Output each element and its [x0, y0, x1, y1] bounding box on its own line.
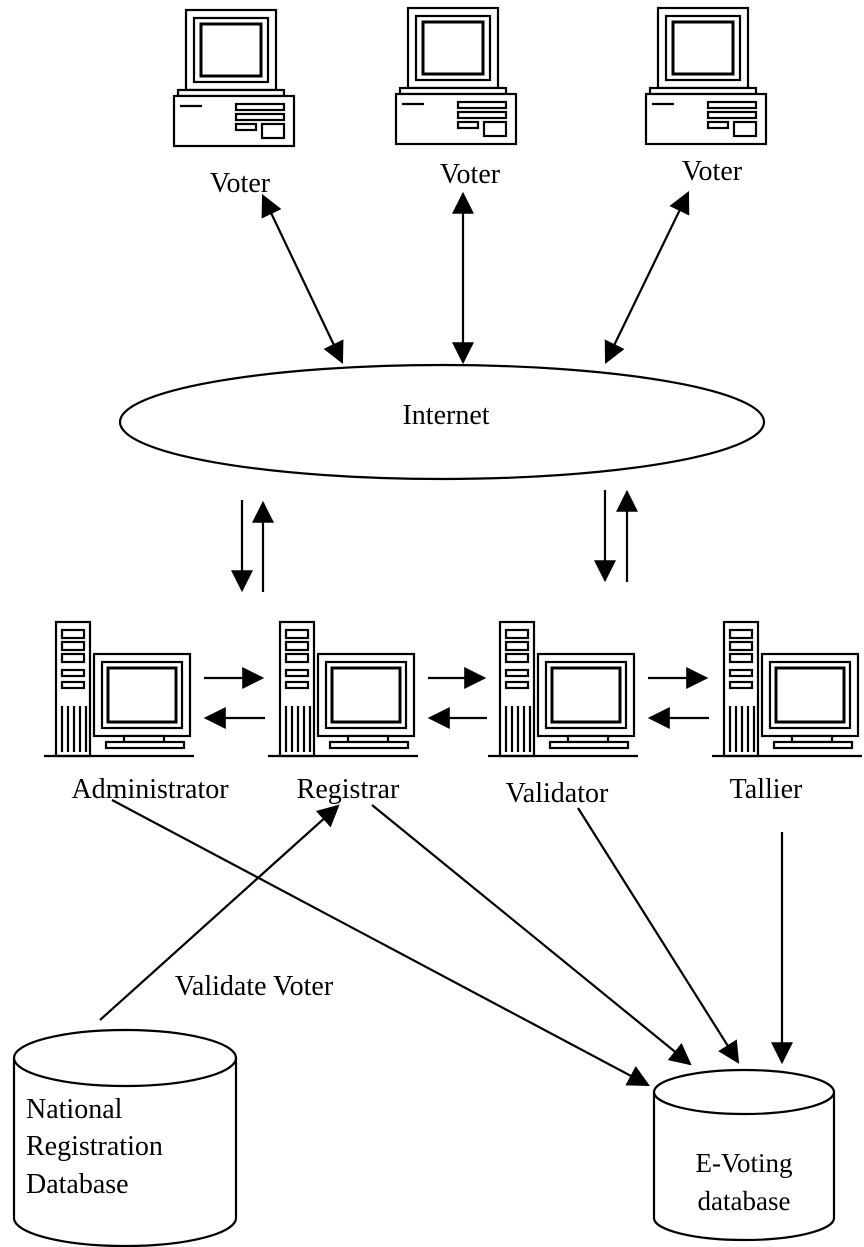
validator-to-evoting-arrow — [577, 807, 740, 1064]
server-workstation-icon — [710, 620, 864, 758]
national-db-line2: Registration — [26, 1131, 163, 1162]
server-node-administrator: Administrator — [42, 620, 229, 805]
administrator-label: Administrator — [71, 774, 229, 805]
validator-label: Validator — [506, 778, 609, 809]
national-db-line3: Database — [26, 1169, 129, 1200]
voter-label: Voter — [682, 156, 743, 187]
computer-icon — [644, 6, 768, 146]
voter-label: Voter — [440, 159, 501, 190]
voter-node-3: Voter — [644, 6, 768, 187]
registrar-to-evoting-arrow — [371, 804, 692, 1066]
registrar-label: Registrar — [297, 774, 400, 805]
evoting-database: E-Voting database — [652, 1068, 836, 1242]
server-node-registrar: Registrar — [266, 620, 420, 805]
voter3-internet-arrow — [604, 191, 690, 364]
voter-node-2: Voter — [394, 6, 518, 190]
evoting-db-line1: E-Voting — [695, 1148, 792, 1178]
server-node-tallier: Tallier — [710, 620, 864, 805]
voter-label: Voter — [210, 168, 271, 199]
server-node-validator: Validator — [486, 620, 640, 809]
internet-label: Internet — [402, 400, 489, 431]
voter1-internet-arrow — [261, 194, 344, 364]
national-registration-database: National Registration Database — [12, 1028, 238, 1247]
computer-icon — [172, 8, 296, 148]
server-workstation-icon — [266, 620, 420, 758]
national-db-line1: National — [26, 1094, 123, 1125]
voter-node-1: Voter — [172, 8, 296, 199]
internet-cloud: Internet — [118, 363, 766, 481]
evoting-db-line2: database — [698, 1186, 791, 1216]
server-workstation-icon — [42, 620, 196, 758]
admin-to-evoting-arrow — [111, 799, 650, 1087]
validate-voter-arrow — [99, 804, 340, 1021]
tallier-label: Tallier — [730, 774, 803, 805]
computer-icon — [394, 6, 518, 146]
server-workstation-icon — [486, 620, 640, 758]
validate-voter-label: Validate Voter — [175, 971, 334, 1002]
